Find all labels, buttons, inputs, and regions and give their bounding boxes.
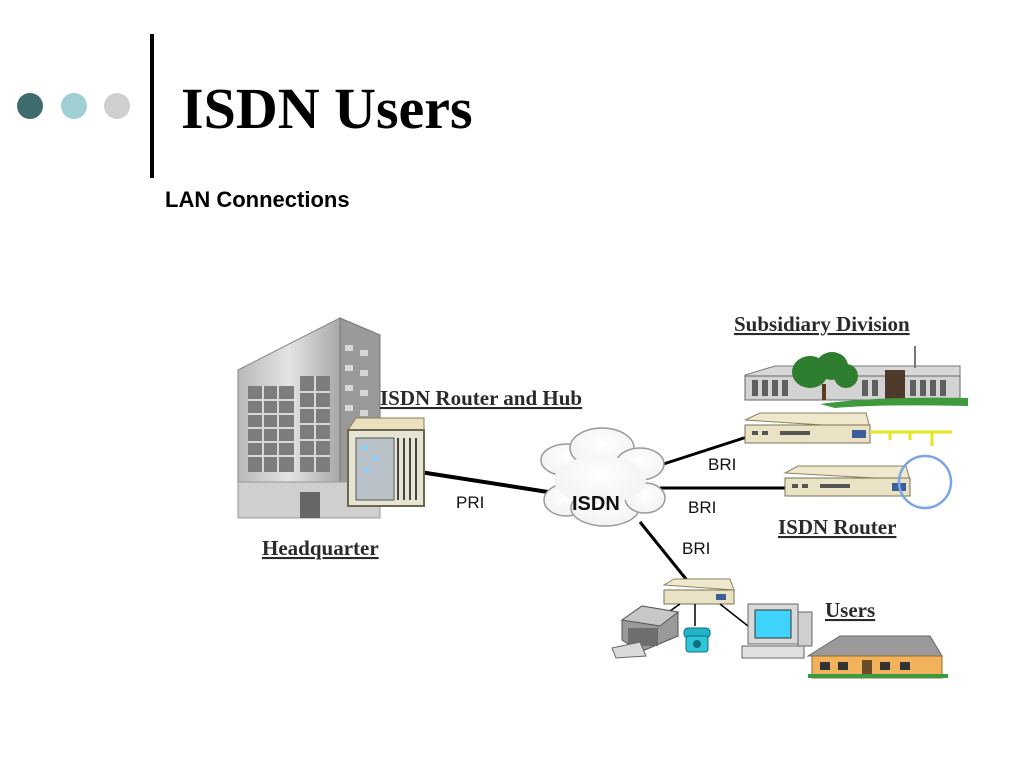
router-icon (744, 412, 952, 446)
bri-label-router: BRI (688, 498, 716, 517)
bri-label-subsidiary: BRI (708, 455, 736, 474)
pri-label: PRI (456, 493, 484, 512)
bri-label-users: BRI (682, 539, 710, 558)
isdn-label: ISDN (572, 493, 620, 515)
headquarter-label: Headquarter (262, 536, 379, 560)
pri-link (419, 470, 549, 494)
token-ring-icon (897, 454, 953, 510)
subsidiary-building-icon (744, 346, 968, 408)
house-icon (806, 635, 948, 679)
cloud-icon (540, 427, 666, 527)
printer-icon (611, 605, 680, 659)
isdn-router-label: ISDN Router (778, 515, 896, 539)
title-divider (150, 34, 154, 178)
page-subtitle: LAN Connections (165, 187, 350, 212)
page-title: ISDN Users (181, 76, 473, 141)
users-label: Users (825, 598, 875, 622)
router-hub-label: ISDN Router and Hub (380, 386, 582, 410)
users-router-icon (659, 578, 749, 627)
router-hub-icon (347, 417, 425, 507)
bullet-dot-dark (17, 93, 43, 119)
computer-icon (741, 603, 813, 659)
bullet-dot-grey (104, 93, 130, 119)
office-building-icon (237, 317, 381, 519)
isdn-router-icon (783, 454, 953, 510)
bullet-dot-light (61, 93, 87, 119)
telephone-icon (683, 627, 711, 653)
bri-link-users (638, 521, 692, 585)
subsidiary-label: Subsidiary Division (734, 312, 910, 336)
